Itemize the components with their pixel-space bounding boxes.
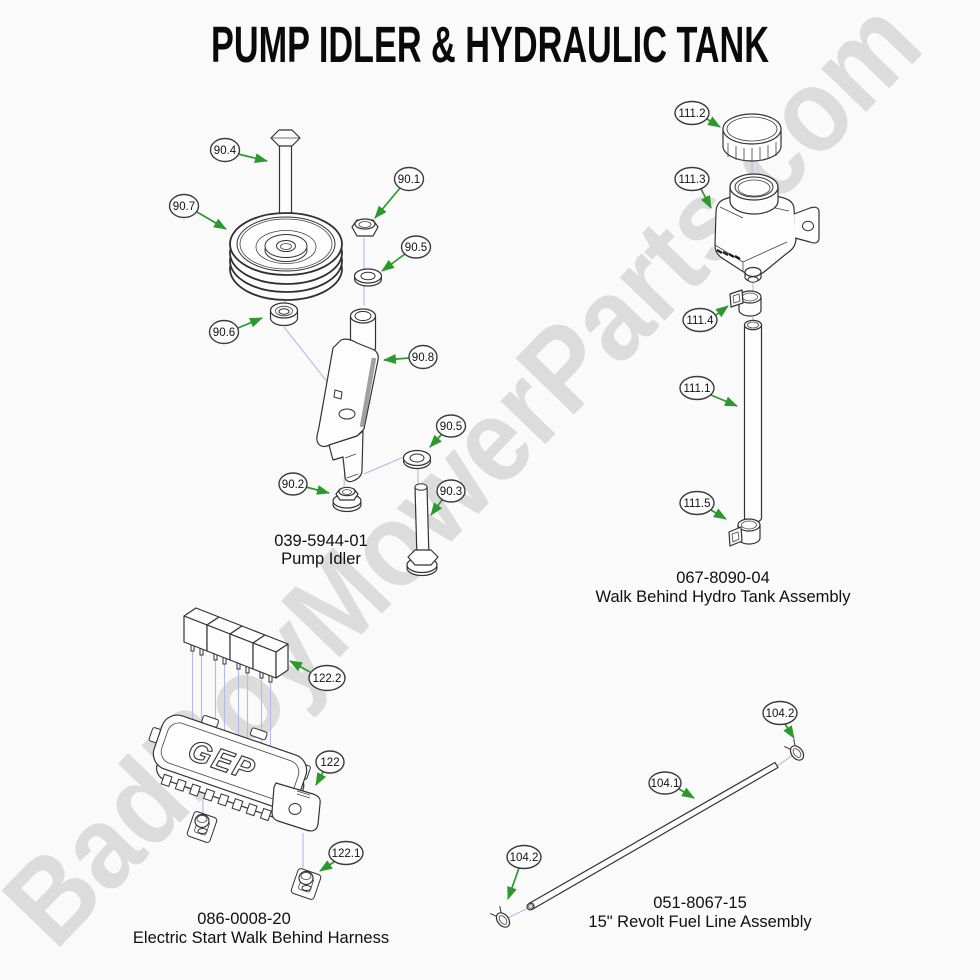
assembly-label-fuel-line: 051-8067-15 15" Revolt Fuel Line Assembl… [588, 894, 812, 931]
flange-nut-90-2 [332, 486, 362, 513]
callout-90-8: 90.8 [383, 344, 438, 370]
part-name: Walk Behind Hydro Tank Assembly [596, 588, 852, 606]
callout-90-3: 90.3 [430, 479, 466, 516]
svg-text:104.2: 104.2 [510, 852, 539, 864]
construction-lines [751, 150, 754, 528]
svg-text:90.1: 90.1 [398, 174, 420, 186]
svg-text:90.7: 90.7 [173, 201, 195, 213]
hydro-tank-assembly: 067-8090-04 Walk Behind Hydro Tank Assem… [596, 100, 852, 606]
svg-text:90.4: 90.4 [214, 145, 237, 157]
assembly-label-pump-idler: 039-5944-01 Pump Idler [274, 532, 368, 568]
part-number: 067-8090-04 [676, 569, 770, 587]
svg-text:111.5: 111.5 [683, 498, 710, 510]
part-name: 15" Revolt Fuel Line Assembly [588, 913, 812, 931]
fuse-box-122: GEP [148, 714, 321, 832]
callout-104-2-bottom: 104.2 [506, 844, 542, 900]
svg-text:122: 122 [320, 757, 339, 769]
svg-text:111.1: 111.1 [683, 383, 710, 395]
spacer-90-6 [269, 302, 299, 327]
callout-90-1: 90.1 [374, 166, 425, 219]
part-number: 039-5944-01 [274, 532, 368, 550]
hose-clamp-111-5 [728, 518, 761, 547]
svg-text:104.2: 104.2 [766, 708, 795, 720]
tank-cap-111-2 [722, 113, 782, 162]
svg-text:90.5: 90.5 [405, 242, 427, 254]
callout-111-4: 111.4 [682, 305, 729, 333]
svg-text:111.4: 111.4 [686, 315, 714, 327]
callout-90-5-upper: 90.5 [381, 235, 432, 272]
lock-nut-90-1 [351, 218, 379, 237]
part-name: Electric Start Walk Behind Harness [133, 929, 389, 947]
callout-90-6: 90.6 [208, 317, 263, 345]
bolt-90-4 [270, 129, 301, 225]
part-name: Pump Idler [281, 550, 361, 568]
harness-assembly: GEP 086-0008-20 Electric [133, 607, 389, 947]
callout-111-5: 111.5 [679, 490, 727, 520]
callout-90-5-lower: 90.5 [429, 414, 467, 448]
svg-text:122.1: 122.1 [332, 848, 361, 860]
svg-text:111.3: 111.3 [678, 174, 705, 186]
idler-arm-90-8 [316, 308, 379, 483]
svg-text:122.2: 122.2 [313, 673, 342, 685]
assembly-label-hydro-tank: 067-8090-04 Walk Behind Hydro Tank Assem… [596, 569, 852, 606]
fuel-clamp-104-2-top [784, 738, 805, 761]
callout-111-3: 111.3 [674, 166, 712, 209]
bolt-fastener-122-1 [290, 868, 322, 900]
svg-text:111.2: 111.2 [678, 108, 705, 120]
pulley-90-7 [229, 212, 343, 301]
svg-text:90.6: 90.6 [213, 327, 235, 339]
bolt-90-3 [406, 483, 439, 577]
construction-lines [507, 754, 794, 919]
relay-block-122-2 [183, 607, 289, 683]
callout-111-2: 111.2 [674, 100, 721, 128]
assembly-label-harness: 086-0008-20 Electric Start Walk Behind H… [133, 910, 389, 947]
callout-90-7: 90.7 [168, 193, 227, 230]
callout-122: 122 [315, 750, 345, 786]
svg-text:90.8: 90.8 [412, 352, 434, 364]
hose-clamp-111-4 [729, 289, 762, 317]
construction-lines [191, 651, 304, 868]
svg-text:90.2: 90.2 [282, 479, 304, 491]
svg-text:104.1: 104.1 [651, 778, 680, 790]
washer-90-5-upper [353, 268, 383, 287]
callout-104-2-top: 104.2 [762, 700, 798, 739]
part-number: 051-8067-15 [653, 894, 747, 912]
callout-90-4: 90.4 [209, 137, 268, 164]
svg-text:90.3: 90.3 [440, 486, 462, 498]
callout-90-2: 90.2 [278, 472, 330, 496]
callout-111-1: 111.1 [679, 375, 738, 407]
callout-122-1: 122.1 [319, 840, 364, 872]
svg-text:90.5: 90.5 [440, 421, 462, 433]
tank-body-111-3 [714, 173, 820, 283]
fuel-clamp-104-2-bottom [490, 905, 511, 928]
bolt-fastener-left [186, 811, 218, 843]
callout-104-1: 104.1 [648, 771, 695, 799]
pump-idler-assembly: 039-5944-01 Pump Idler 90.4 90.1 90.7 90… [168, 129, 467, 577]
page-title: PUMP IDLER & HYDRAULIC TANK [211, 16, 769, 73]
washer-90-5-lower [402, 449, 432, 470]
fuel-line-assembly: 051-8067-15 15" Revolt Fuel Line Assembl… [490, 700, 812, 931]
fuel-tube-104-1 [526, 761, 779, 911]
callout-122-2: 122.2 [289, 660, 346, 692]
hose-111-1 [743, 319, 763, 524]
part-number: 086-0008-20 [197, 910, 291, 928]
